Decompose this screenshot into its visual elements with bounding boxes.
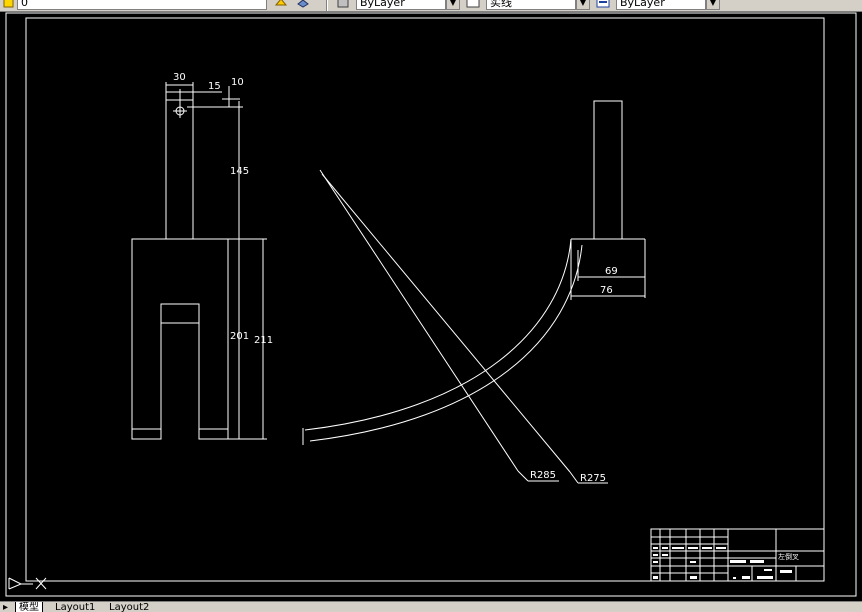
dim-211[interactable] — [228, 238, 267, 439]
r285-leader — [319, 169, 519, 472]
toolbar-separator — [326, 0, 328, 12]
dim-15-text[interactable]: 15 — [208, 81, 221, 92]
fork-shank — [165, 99, 194, 240]
linetype-dropdown-value: 实线 — [490, 0, 512, 9]
lineweight-dropdown-value: ByLayer — [620, 0, 665, 9]
layout-tab-bar: ▸ 模型 Layout1 Layout2 — [0, 601, 862, 612]
dim-30[interactable] — [165, 82, 194, 100]
dim-r285-text[interactable]: R285 — [530, 470, 556, 481]
linetype-icon[interactable] — [466, 0, 480, 9]
r275-leader — [321, 173, 571, 473]
make-object-layer-current-icon[interactable] — [274, 0, 288, 9]
tab-layout2[interactable]: Layout2 — [109, 602, 150, 612]
layer-dropdown[interactable]: 0 — [17, 0, 267, 10]
side-outer-arc — [304, 238, 572, 431]
layer-state-icon[interactable] — [2, 0, 16, 9]
layer-previous-icon[interactable] — [296, 0, 310, 9]
dim-30-text[interactable]: 30 — [173, 72, 186, 83]
tab-scroll-prev[interactable]: ▸ — [3, 602, 9, 612]
dim-201-text[interactable]: 201 — [230, 331, 249, 342]
ucs-icon — [8, 577, 47, 590]
title-block-frame — [650, 528, 825, 582]
color-icon[interactable] — [336, 0, 350, 9]
drawing-canvas[interactable]: 30 15 10 145 201 211 69 76 R285 R275 左倒叉 — [0, 12, 862, 601]
color-dropdown-arrow[interactable]: ▼ — [446, 0, 460, 10]
dim-69[interactable] — [577, 239, 646, 298]
inner-border — [25, 17, 825, 582]
dim-76-text[interactable]: 76 — [600, 285, 613, 296]
dim-10-text[interactable]: 10 — [231, 77, 244, 88]
linetype-dropdown[interactable]: 实线 — [486, 0, 576, 10]
dim-r285[interactable] — [319, 169, 559, 482]
lineweight-dropdown-arrow[interactable]: ▼ — [706, 0, 720, 10]
ucs-x-mark-b — [35, 577, 47, 590]
side-inner-arc — [309, 244, 583, 442]
dim-15[interactable] — [166, 89, 222, 104]
dim-76[interactable] — [570, 240, 645, 300]
tab-model[interactable]: 模型 — [15, 602, 43, 612]
ucs-triangle — [8, 577, 23, 590]
linetype-dropdown-arrow[interactable]: ▼ — [576, 0, 590, 10]
dim-r275[interactable] — [321, 173, 608, 484]
dim-211-text[interactable]: 211 — [254, 335, 273, 346]
title-block-part-name[interactable]: 左倒叉 — [778, 552, 799, 561]
dim-10[interactable] — [187, 86, 243, 108]
tab-layout1[interactable]: Layout1 — [55, 602, 96, 612]
fork-front-view[interactable] — [131, 99, 229, 440]
lineweight-dropdown[interactable]: ByLayer — [616, 0, 706, 10]
dim-69-text[interactable]: 69 — [605, 266, 618, 277]
side-shank — [593, 100, 623, 240]
drawing-viewport[interactable]: 30 15 10 145 201 211 69 76 R285 R275 左倒叉 — [0, 12, 862, 601]
layer-dropdown-value: 0 — [21, 0, 28, 9]
outer-border — [5, 12, 857, 597]
properties-toolbar: 0 ByLayer ▼ 实线 ▼ ByLayer ▼ — [0, 0, 862, 12]
color-dropdown[interactable]: ByLayer — [356, 0, 446, 10]
r275-elbow — [569, 471, 579, 484]
title-block-small-text — [653, 547, 792, 579]
title-block[interactable] — [650, 528, 825, 582]
lineweight-icon[interactable] — [596, 0, 610, 9]
dim-201[interactable] — [228, 239, 267, 440]
r285-elbow — [517, 470, 529, 482]
dim-145-text[interactable]: 145 — [230, 166, 249, 177]
dim-r275-text[interactable]: R275 — [580, 473, 606, 484]
fork-side-view[interactable] — [302, 100, 645, 445]
toolbar-border — [0, 11, 862, 12]
fork-body-outline — [131, 238, 229, 440]
color-dropdown-value: ByLayer — [360, 0, 405, 9]
